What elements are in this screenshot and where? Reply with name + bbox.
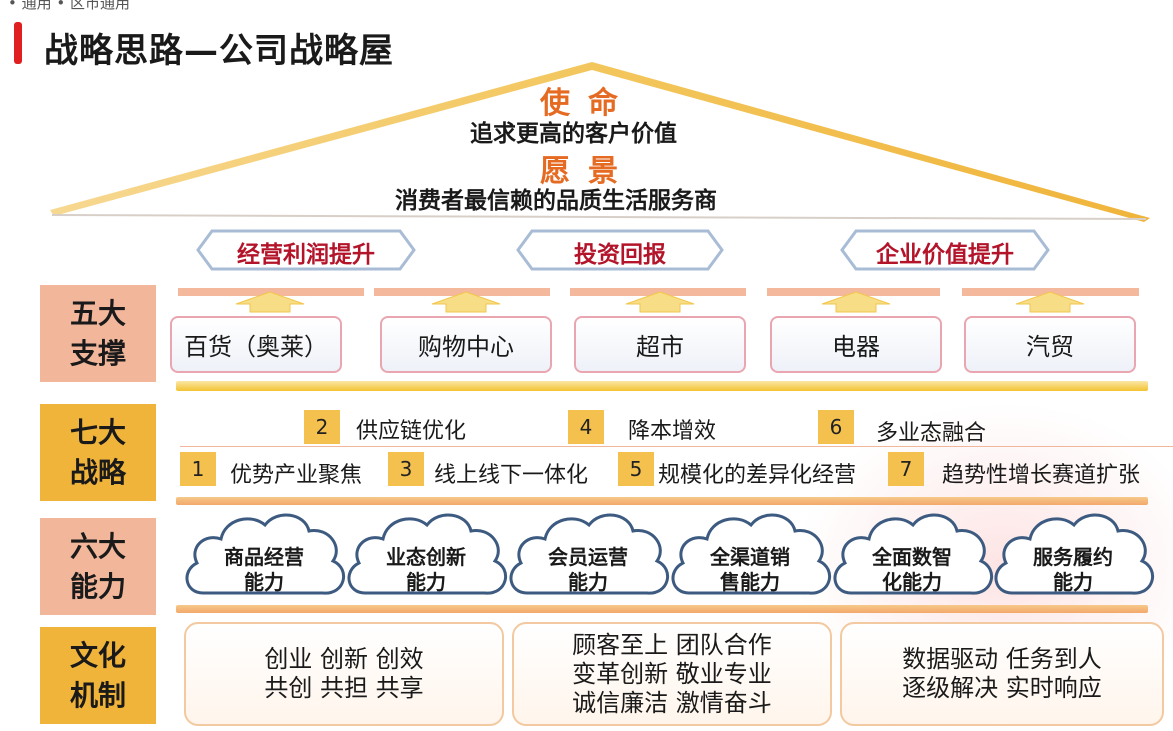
pillar-top-plate xyxy=(570,288,746,296)
gold-beam xyxy=(176,381,1148,391)
pillar-department-store: 百货（奥莱） xyxy=(170,316,342,373)
up-arrow-icon xyxy=(625,291,695,313)
strategy-number-5: 5 xyxy=(618,452,654,486)
pillar-auto-trade: 汽贸 xyxy=(964,316,1136,373)
capability-shelf xyxy=(176,605,1148,613)
mission-title: 使命 xyxy=(540,86,636,121)
up-arrows xyxy=(235,291,1085,313)
row-label-strategies: 七大战略 xyxy=(40,404,156,501)
strategy-number-1: 1 xyxy=(180,452,216,486)
mission-text: 追求更高的客户价值 xyxy=(470,121,677,147)
strategy-text-4: 降本增效 xyxy=(628,419,717,444)
roof-icon xyxy=(50,62,1150,222)
pillar-electronics: 电器 xyxy=(770,316,942,373)
row-label-pillars: 五大支撑 xyxy=(40,285,156,382)
strategy-divider xyxy=(180,446,1173,447)
goal-banner-outline xyxy=(840,229,1050,271)
goal-banner-outline xyxy=(516,229,724,271)
up-arrow-icon xyxy=(431,291,501,313)
strategy-shelf xyxy=(176,497,1148,505)
title-accent-bar xyxy=(14,22,22,64)
strategy-text-7: 趋势性增长赛道扩张 xyxy=(942,463,1141,488)
capability-format-innovation: 业态创新能力 xyxy=(386,545,466,594)
strategy-text-6: 多业态融合 xyxy=(876,421,987,446)
up-arrow-icon xyxy=(1015,291,1085,313)
goal-investment-return: 投资回报 xyxy=(574,242,666,268)
strategy-text-2: 供应链优化 xyxy=(356,419,467,444)
goal-enterprise-value: 企业价值提升 xyxy=(876,242,1014,268)
vision-title: 愿景 xyxy=(540,154,636,189)
page-title: 战略思路—公司战略屋 xyxy=(44,31,394,71)
goal-banner-outline xyxy=(196,229,416,271)
strategy-number-6: 6 xyxy=(818,410,854,444)
capability-fulfillment: 服务履约能力 xyxy=(1033,545,1113,594)
up-arrow-icon xyxy=(821,291,891,313)
capability-omnichannel: 全渠道销售能力 xyxy=(710,545,790,594)
strategy-number-4: 4 xyxy=(568,410,604,444)
goal-banners xyxy=(196,229,1050,271)
capability-merchandising: 商品经营能力 xyxy=(224,545,304,594)
capability-digital: 全面数智化能力 xyxy=(872,545,952,594)
pillar-top-plate xyxy=(374,288,550,296)
strategy-text-5: 规模化的差异化经营 xyxy=(658,463,857,488)
strategy-text-3: 线上线下一体化 xyxy=(434,463,589,488)
culture-box-1: 创业 创新 创效 共创 共担 共享 xyxy=(184,622,504,726)
capability-membership: 会员运营能力 xyxy=(548,545,628,594)
strategy-number-7: 7 xyxy=(888,452,924,486)
vision-text: 消费者最信赖的品质生活服务商 xyxy=(395,188,717,214)
strategy-number-3: 3 xyxy=(388,452,424,486)
row-label-capabilities: 六大能力 xyxy=(40,518,156,615)
culture-box-2: 顾客至上 团队合作 变革创新 敬业专业 诚信廉洁 激情奋斗 xyxy=(512,622,832,726)
pillar-top-plate xyxy=(767,288,940,296)
breadcrumb: • 通用 • 区市通用 xyxy=(8,0,131,12)
pillar-shopping-center: 购物中心 xyxy=(380,316,552,373)
strategy-text-1: 优势产业聚焦 xyxy=(230,463,363,488)
pillar-supermarket: 超市 xyxy=(574,316,746,373)
strategy-number-2: 2 xyxy=(304,410,340,444)
culture-box-3: 数据驱动 任务到人 逐级解决 实时响应 xyxy=(840,622,1164,726)
up-arrow-icon xyxy=(235,291,305,313)
row-label-culture: 文化机制 xyxy=(40,627,156,724)
goal-profit: 经营利润提升 xyxy=(237,242,375,268)
